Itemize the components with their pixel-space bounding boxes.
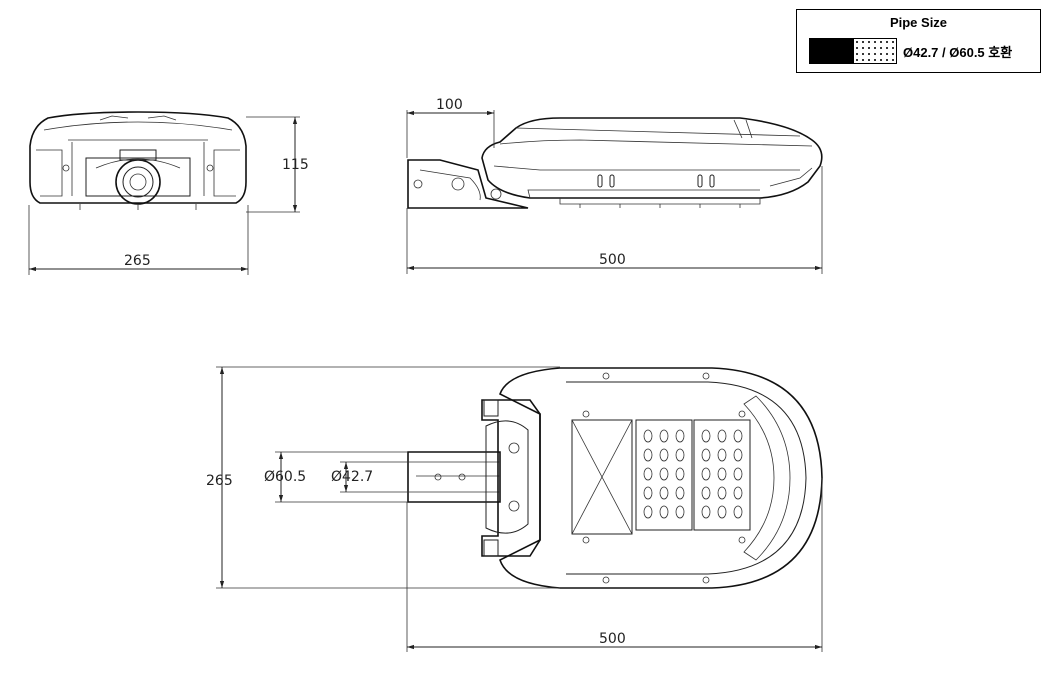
led-lens [659, 486, 669, 500]
legend-dotted-swatch [853, 38, 897, 64]
led-lens [701, 486, 711, 500]
led-lens [717, 486, 727, 500]
led-lens [643, 429, 653, 443]
led-lens [659, 448, 669, 462]
top-view [407, 367, 823, 589]
side-view [407, 117, 823, 209]
led-lens [643, 486, 653, 500]
led-lens [733, 448, 743, 462]
led-lens [733, 505, 743, 519]
pipe-outer-dimension: Ø60.5 [264, 451, 408, 503]
side-arm-label: 100 [436, 97, 463, 113]
side-arm-dimension: 100 [406, 97, 495, 158]
side-length-dimension: 500 [406, 166, 823, 274]
led-lens [733, 486, 743, 500]
led-lens [701, 505, 711, 519]
led-lens [643, 467, 653, 481]
pipe-inner-label: Ø42.7 [331, 469, 373, 485]
pipe-outer-label: Ø60.5 [264, 469, 306, 485]
led-lens [733, 467, 743, 481]
top-length-dimension: 500 [406, 478, 823, 652]
led-lens [675, 429, 685, 443]
led-lens [675, 448, 685, 462]
led-lens [659, 467, 669, 481]
top-length-label: 500 [599, 631, 626, 647]
front-height-dimension: 115 [246, 116, 309, 213]
top-height-label: 265 [206, 473, 233, 489]
front-width-label: 265 [124, 253, 151, 269]
led-lens [659, 505, 669, 519]
top-height-dimension: 265 [206, 366, 560, 589]
led-lens [701, 429, 711, 443]
led-lens [701, 467, 711, 481]
led-lens [675, 505, 685, 519]
led-lens-grid [643, 429, 743, 519]
front-width-dimension: 265 [28, 205, 249, 275]
led-lens [659, 429, 669, 443]
led-lens [717, 429, 727, 443]
pipe-size-legend: Pipe Size Ø42.7 / Ø60.5 호환 [796, 9, 1041, 73]
legend-text: Ø42.7 / Ø60.5 호환 [903, 45, 1013, 60]
pipe-inner-dimension: Ø42.7 [331, 461, 408, 493]
front-height-label: 115 [282, 157, 309, 173]
led-lens [675, 467, 685, 481]
led-lens [717, 505, 727, 519]
led-lens [733, 429, 743, 443]
led-lens [675, 486, 685, 500]
legend-solid-swatch [809, 38, 853, 64]
led-lens [643, 505, 653, 519]
led-lens [717, 467, 727, 481]
front-view [29, 111, 247, 210]
side-length-label: 500 [599, 252, 626, 268]
legend-title: Pipe Size [889, 15, 948, 30]
led-lens [643, 448, 653, 462]
led-lens [717, 448, 727, 462]
led-lens [701, 448, 711, 462]
